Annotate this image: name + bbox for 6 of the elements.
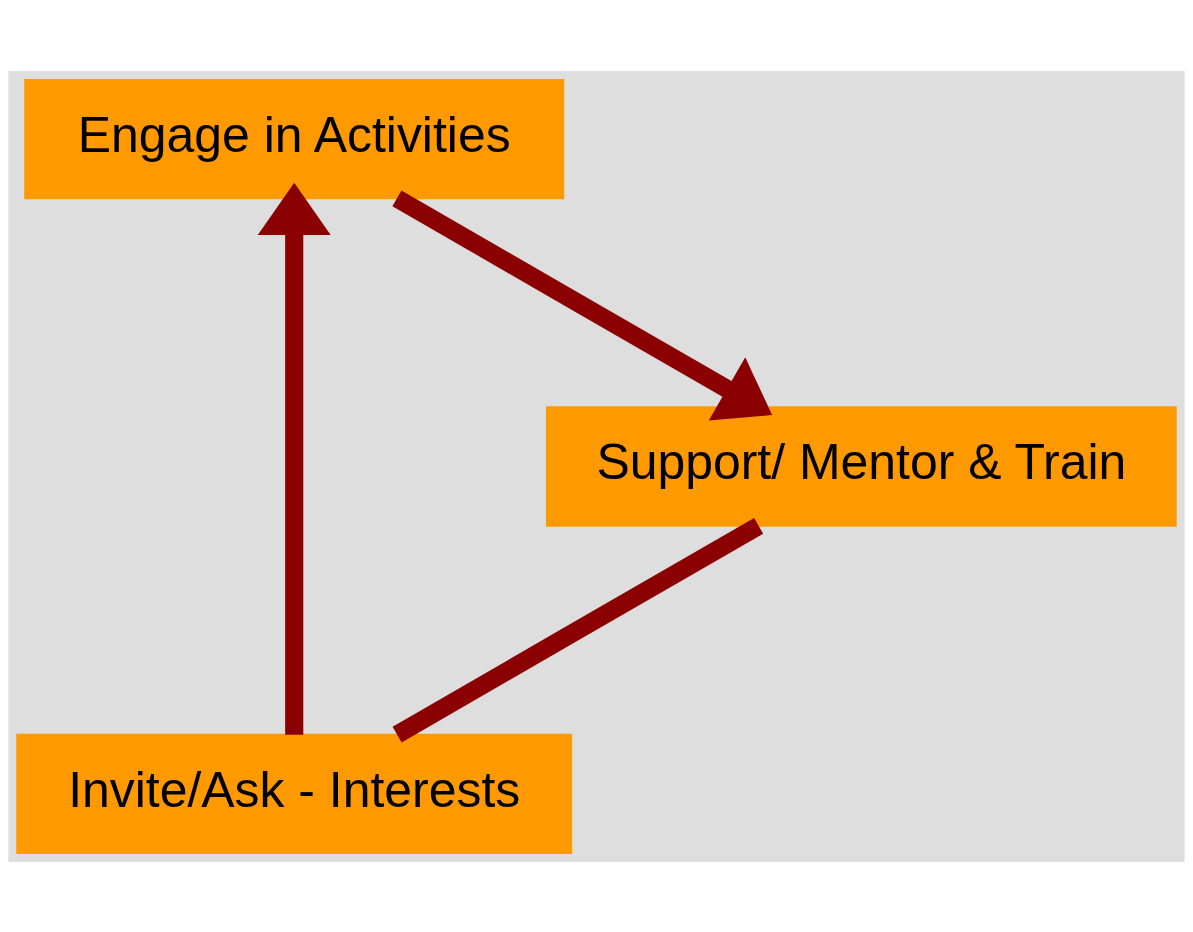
node-box: Invite/Ask - Interests (16, 733, 573, 854)
arrow (392, 190, 773, 421)
node-box: Support/ Mentor & Train (545, 405, 1177, 527)
arrow (257, 182, 331, 735)
connector (392, 517, 764, 742)
node-box: Engage in Activities (24, 78, 565, 199)
